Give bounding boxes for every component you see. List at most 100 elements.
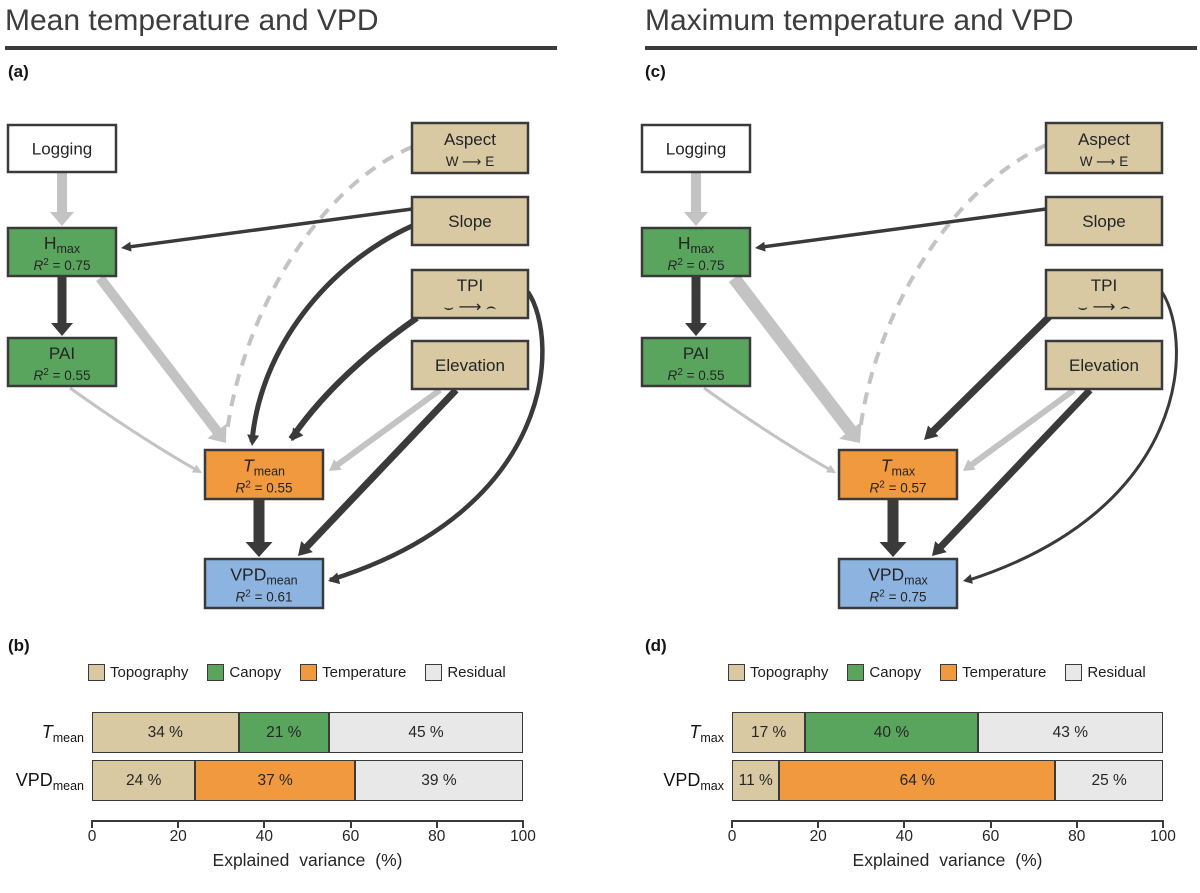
- legend-label: Residual: [447, 664, 506, 681]
- arrow-tpi-vpd: [965, 291, 1178, 583]
- arrowhead-t-vpd: [879, 542, 907, 557]
- legend-label: Residual: [1087, 664, 1146, 681]
- legend-label: Topography: [750, 664, 829, 681]
- legend-color-swatch: [847, 664, 865, 681]
- r-squared-value: R2 = 0.75: [34, 257, 91, 273]
- node-detail-aspect: W ⟶ E: [446, 154, 495, 169]
- legend-label: Canopy: [869, 664, 922, 681]
- panel-label-b: (b): [8, 636, 30, 655]
- node-label-slope: Slope: [448, 212, 491, 231]
- stacked-bar: 34 %21 %45 %: [92, 712, 523, 753]
- legend-item-temperature: Temperature: [300, 664, 406, 681]
- node-box-vpd: [837, 557, 959, 610]
- bar-segment-topography: 34 %: [92, 712, 239, 753]
- bar-segment-label: 21 %: [266, 723, 302, 741]
- x-axis-title: Explained variance (%): [852, 850, 1043, 870]
- arrowhead-tpi-vpd: [328, 572, 341, 585]
- bar-row-label: VPDmean: [0, 760, 84, 801]
- arrow-tpi-t: [288, 315, 419, 441]
- x-axis-tick: [177, 820, 180, 828]
- arrow-slope-hmax: [127, 207, 413, 249]
- r-squared-value: R2 = 0.61: [236, 589, 293, 605]
- legend-label: Temperature: [962, 664, 1047, 681]
- node-label-elevation: Elevation: [1069, 356, 1139, 375]
- title-underline: [645, 46, 1197, 50]
- bar-segment-label: 25 %: [1091, 771, 1127, 789]
- x-axis-tick-label: 0: [727, 828, 737, 845]
- arrowhead-tpi-t: [924, 425, 939, 440]
- panel-label-d: (d): [645, 636, 667, 655]
- node-box-slope: [1044, 195, 1164, 247]
- r-squared-value: R2 = 0.75: [870, 589, 927, 605]
- x-axis-tick: [1162, 820, 1164, 828]
- legend-color-swatch: [1065, 664, 1083, 681]
- node-label-aspect: Aspect: [444, 130, 496, 149]
- node-aspect: Aspect W ⟶ E: [410, 121, 530, 175]
- arrowhead-logging-hmax: [50, 212, 74, 226]
- node-label-logging: Logging: [32, 140, 93, 159]
- node-label-slope: Slope: [1082, 212, 1125, 231]
- arrow-tpi-vpd: [329, 290, 545, 583]
- x-axis-tick: [989, 820, 992, 828]
- column-title-max: Maximum temperature and VPD: [645, 4, 1074, 37]
- r-squared-value: R2 = 0.55: [236, 480, 293, 496]
- bar-segment-temperature: 64 %: [779, 760, 1056, 801]
- arrow-elevation-t: [967, 387, 1076, 469]
- bar-row-label: Tmax: [640, 712, 724, 753]
- node-box-elevation: [410, 339, 530, 391]
- x-axis-tick-label: 0: [87, 828, 97, 845]
- arrow-hmax-t: [96, 274, 224, 438]
- bar-legend: Topography Canopy Temperature Residual: [88, 664, 506, 681]
- x-axis-line: [732, 820, 1163, 822]
- legend-label: Canopy: [229, 664, 282, 681]
- arrowhead-hmax-pai: [685, 323, 707, 336]
- node-detail-aspect: W ⟶ E: [1080, 154, 1129, 169]
- bar-segment-label: 24 %: [126, 771, 162, 789]
- node-label-hmax: Hmax: [678, 233, 715, 256]
- bar-segment-label: 37 %: [257, 771, 293, 789]
- x-axis-tick: [1075, 820, 1078, 828]
- bar-segment-label: 43 %: [1052, 723, 1088, 741]
- arrow-slope-hmax: [761, 207, 1047, 249]
- arrow-aspect-t: [225, 145, 413, 433]
- bar-row-label-sub: mean: [52, 731, 84, 745]
- stacked-bar: 24 %37 %39 %: [92, 760, 523, 801]
- x-axis-tick-label: 100: [510, 828, 536, 845]
- stacked-bar: 11 % 64 % 25 %: [732, 760, 1163, 801]
- arrowhead-elevation-vpd: [298, 541, 313, 556]
- x-axis-tick-label: 60: [981, 828, 1000, 845]
- r-squared-value: R2 = 0.57: [870, 480, 927, 496]
- x-axis-title: Explained variance (%): [212, 850, 403, 870]
- x-axis-tick: [903, 820, 906, 828]
- bar-segment-label: 40 %: [873, 723, 910, 741]
- bar-row-label: Tmean: [0, 712, 84, 753]
- node-label-pai: PAI: [49, 344, 75, 363]
- bar-row-label-main: VPD: [15, 770, 53, 790]
- legend-item-canopy: Canopy: [847, 664, 921, 681]
- panel-label-c: (c): [645, 62, 666, 81]
- arrowhead-tpi-t: [291, 427, 304, 441]
- title-underline: [5, 46, 557, 50]
- bar-segment-label: 11 %: [738, 771, 773, 789]
- node-label-pai: PAI: [683, 344, 709, 363]
- x-axis-tick: [263, 820, 266, 828]
- node-box-tpi: [1044, 268, 1164, 320]
- arrowhead-logging-hmax: [684, 212, 708, 226]
- bar-legend: Topography Canopy Temperature Residual: [728, 664, 1146, 681]
- legend-item-topography: Topography: [88, 664, 188, 681]
- column-max: Maximum temperature and VPD (c) (d) Topo…: [640, 0, 1197, 893]
- legend-item-temperature: Temperature: [940, 664, 1046, 681]
- node-box-hmax: [640, 226, 752, 278]
- legend-color-swatch: [425, 664, 443, 681]
- legend-label: Temperature: [322, 664, 407, 681]
- arrow-hmax-t: [728, 274, 859, 439]
- node-slope: Slope: [410, 195, 530, 247]
